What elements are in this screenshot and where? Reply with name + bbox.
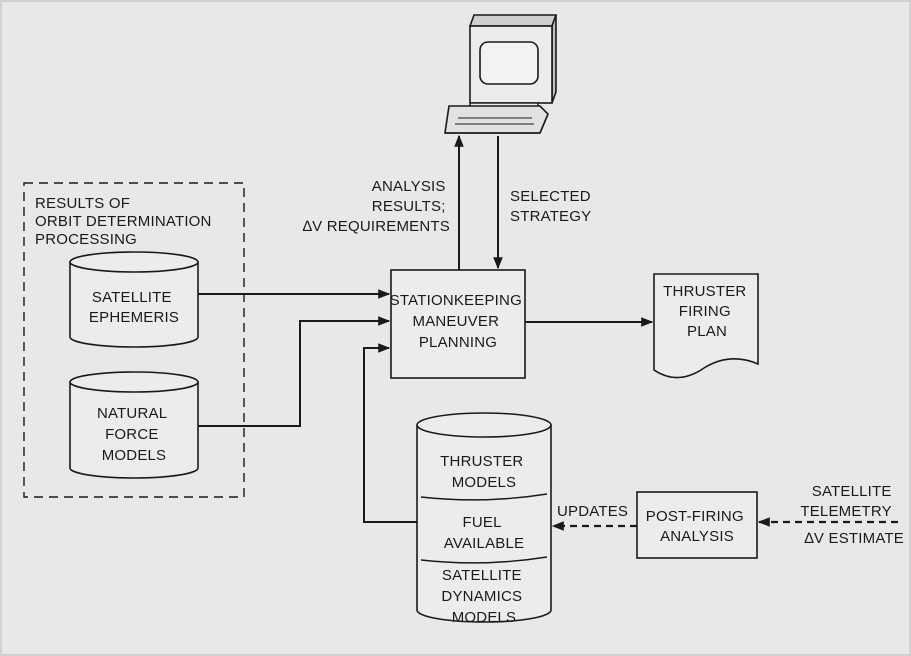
telemetry-label: SATELLITE TELEMETRY ∆V ESTIMATE bbox=[800, 483, 904, 547]
orbit-determination-group bbox=[23, 182, 245, 498]
thruster-firing-plan-document: THRUSTER FIRING PLAN bbox=[653, 273, 759, 379]
svg-text:SATELLITE EPHEMERIS: SATELLITE EPHEMERIS bbox=[89, 289, 179, 326]
satellite-dynamics-label: SATELLITE DYNAMICS MODELS bbox=[441, 567, 526, 626]
analysis-results-label: ANALYSIS RESULTS; ∆V REQUIREMENTS bbox=[303, 178, 450, 235]
updates-label: UPDATES bbox=[557, 503, 628, 520]
computer-terminal-icon bbox=[444, 14, 558, 134]
svg-text:POST-FIRING ANALYSIS: POST-FIRING ANALYSIS bbox=[646, 508, 748, 545]
svg-text:STATIONKEEPING MANEUVER: STATIONKEEPING MANEUVER PLANNING bbox=[390, 292, 527, 351]
thruster-models-label: THRUSTER MODELS bbox=[440, 453, 528, 491]
arrow-database-to-planning bbox=[363, 343, 417, 523]
post-firing-analysis-process: POST-FIRING ANALYSIS bbox=[636, 491, 758, 559]
satellite-models-database: THRUSTER MODELS FUEL AVAILABLE SATELLITE… bbox=[416, 412, 552, 626]
arrow-force-models-to-planning bbox=[198, 316, 391, 427]
fuel-available-label: FUEL AVAILABLE bbox=[444, 514, 524, 552]
natural-force-models-database: NATURAL FORCE MODELS bbox=[69, 371, 199, 479]
stationkeeping-process: STATIONKEEPING MANEUVER PLANNING bbox=[390, 269, 527, 379]
group-label: RESULTS OF ORBIT DETERMINATION PROCESSIN… bbox=[35, 195, 216, 248]
svg-text:NATURAL FORCE MODE: NATURAL FORCE MODELS bbox=[97, 405, 171, 464]
svg-text:THRUSTER FIRING PL: THRUSTER FIRING PLAN bbox=[663, 283, 751, 340]
selected-strategy-label: SELECTED STRATEGY bbox=[510, 188, 595, 225]
satellite-ephemeris-database: SATELLITE EPHEMERIS bbox=[69, 251, 199, 348]
